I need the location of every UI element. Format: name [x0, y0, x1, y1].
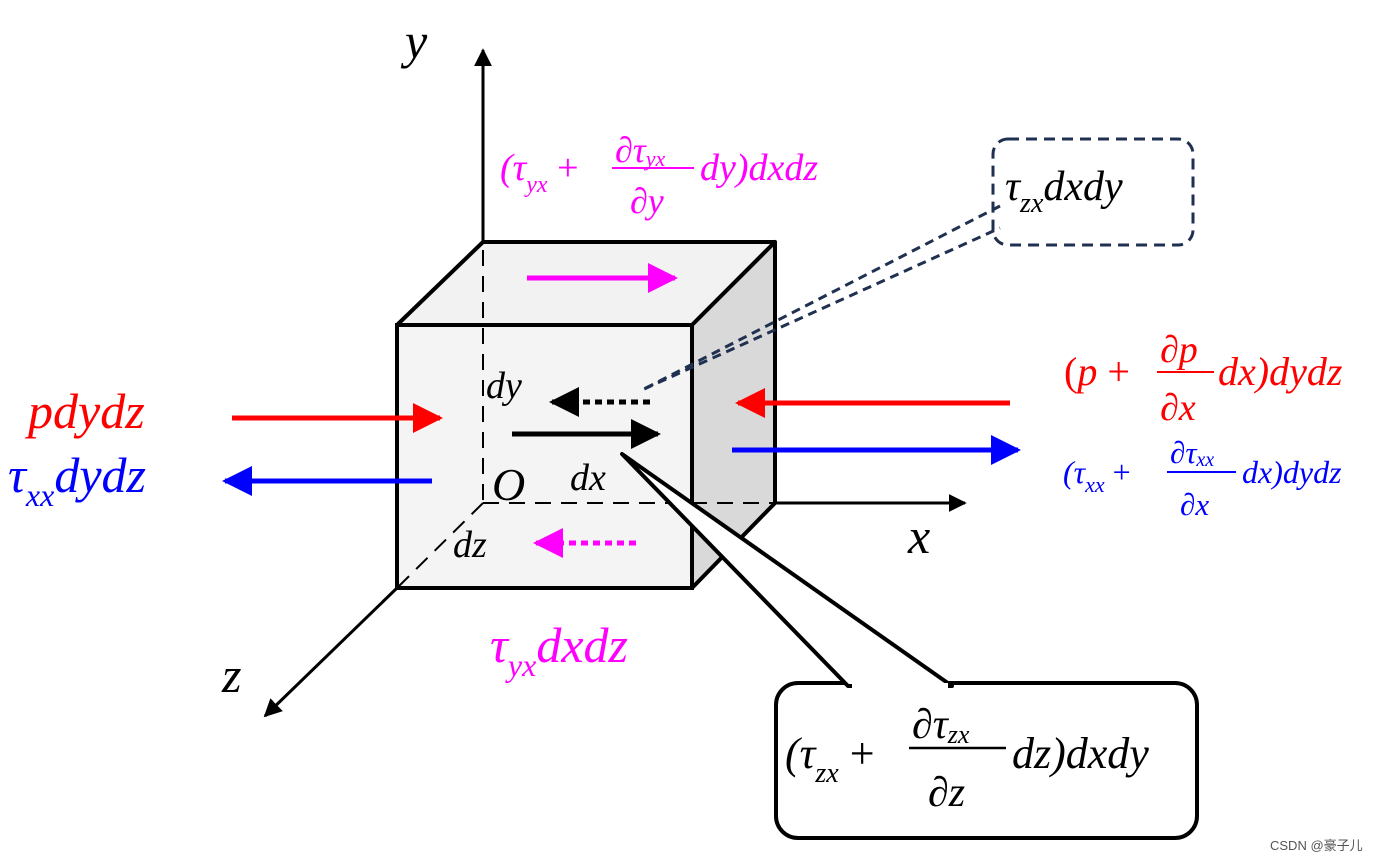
left-pressure-label: pdydz	[25, 383, 145, 439]
dy-label: dy	[486, 365, 522, 407]
svg-text:dy)dxdz: dy)dxdz	[700, 147, 818, 189]
bottom-shear-label: τyxdxdz	[490, 617, 628, 683]
svg-text:∂τyx: ∂τyx	[615, 130, 665, 171]
axes	[263, 48, 967, 718]
cube-front-face	[395, 323, 694, 590]
svg-text:dx)dydz: dx)dydz	[1218, 349, 1343, 394]
svg-text:(p +: (p +	[1064, 349, 1130, 394]
svg-text:∂p: ∂p	[1160, 329, 1198, 371]
svg-text:∂y: ∂y	[630, 181, 664, 221]
callout-front-shear	[620, 452, 1199, 840]
callout-back-shear	[641, 137, 1195, 392]
svg-text:∂x: ∂x	[1160, 387, 1196, 429]
y-axis-label: y	[400, 13, 428, 69]
x-axis-label: x	[907, 508, 930, 564]
force-arrows	[222, 263, 1021, 558]
svg-text:(τxx +: (τxx +	[1063, 454, 1131, 497]
left-normal-stress-label: τxxdydz	[8, 447, 146, 513]
dz-label: dz	[453, 524, 487, 566]
z-axis	[263, 586, 399, 718]
svg-text:∂x: ∂x	[1180, 487, 1209, 522]
svg-text:dz)dxdy: dz)dxdy	[1012, 729, 1149, 778]
right-pressure-label: (p + ∂p ∂x dx)dydz	[1064, 329, 1343, 429]
svg-text:∂τzx: ∂τzx	[912, 702, 970, 749]
svg-text:(τyx +: (τyx +	[500, 147, 579, 198]
back-shear-callout-label: τzxdxdy	[1005, 164, 1123, 219]
callout-back-leader	[641, 204, 1001, 392]
callout-front-box	[774, 681, 1199, 840]
origin-label: O	[492, 459, 525, 510]
watermark: CSDN @豪子儿	[1270, 838, 1363, 853]
svg-text:∂z: ∂z	[928, 770, 965, 816]
svg-text:(τzx +: (τzx +	[785, 729, 875, 789]
top-shear-label: (τyx + ∂τyx ∂y dy)dxdz	[500, 130, 818, 221]
dx-label: dx	[570, 457, 606, 499]
front-shear-callout-label: (τzx + ∂τzx ∂z dz)dxdy	[785, 702, 1149, 816]
svg-text:∂τxx: ∂τxx	[1170, 435, 1214, 471]
svg-text:dx)dydz: dx)dydz	[1242, 454, 1342, 490]
z-axis-label: z	[221, 647, 241, 703]
right-normal-stress-label: (τxx + ∂τxx ∂x dx)dydz	[1063, 435, 1342, 522]
callout-back-box	[991, 137, 1195, 247]
hidden-edge-diagonal	[396, 502, 484, 589]
